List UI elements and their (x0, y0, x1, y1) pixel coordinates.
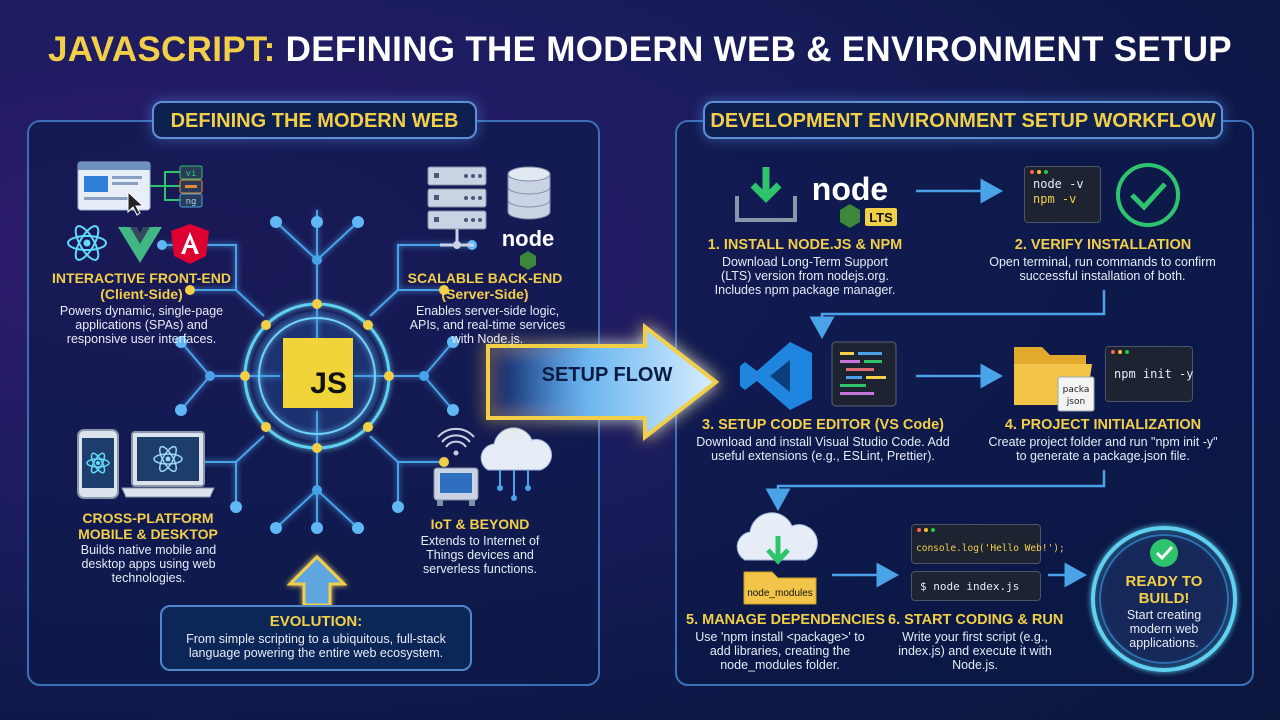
lts-badge-label: LTS (869, 210, 893, 225)
package-json-label-2: json (1066, 397, 1085, 407)
title-rest: DEFINING THE MODERN WEB & ENVIRONMENT SE… (275, 30, 1232, 69)
frontend-title: INTERACTIVE FRONT-END (Client-Side) (52, 270, 231, 302)
code-editor-icon (831, 341, 897, 407)
title-highlight: JAVASCRIPT: (48, 30, 276, 69)
step2-title: 2. VERIFY INSTALLATION (1014, 237, 1192, 253)
vue-tag-label: vi (186, 169, 197, 179)
step5-desc: Use 'npm install <package>' to add libra… (695, 630, 865, 672)
evolution-box: EVOLUTION: From simple scripting to a ub… (160, 605, 472, 671)
workflow-arrows (765, 178, 1106, 588)
cloud-download-icon (736, 512, 818, 565)
evolution-title: EVOLUTION: (269, 613, 363, 630)
js-logo: JS (283, 338, 353, 408)
package-json-icon (1057, 376, 1095, 412)
left-section-header: DEFINING THE MODERN WEB (152, 101, 477, 139)
server-rack-icon (427, 166, 487, 249)
init-cmd: npm init -y (1114, 367, 1194, 381)
terminal-dots-icon (912, 525, 1040, 535)
ready-check-icon (1150, 539, 1178, 567)
step3-title: 3. SETUP CODE EDITOR (VS Code) (702, 417, 944, 433)
right-section-header: DEVELOPMENT ENVIRONMENT SETUP WORKFLOW (703, 101, 1223, 139)
node-hexagon-icon-step1 (840, 204, 860, 228)
step2-desc: Open terminal, run commands to confirm s… (989, 255, 1216, 283)
crossplatform-desc: Builds native mobile and desktop apps us… (80, 543, 217, 585)
step6-desc: Write your first script (e.g., index.js)… (898, 630, 1052, 672)
iot-desc: Extends to Internet of Things devices an… (420, 534, 540, 576)
node-hexagon-icon-backend (520, 251, 536, 270)
crossplatform-title: CROSS-PLATFORM MOBILE & DESKTOP (78, 510, 218, 542)
node-modules-folder-icon (743, 571, 817, 605)
mobile-phone-icon (77, 429, 119, 499)
backend-desc: Enables server-side logic, APIs, and rea… (409, 304, 566, 346)
evolution-desc: From simple scripting to a ubiquitous, f… (186, 632, 446, 660)
ready-desc: Start creating modern web applications. (1126, 608, 1202, 650)
lts-badge (865, 208, 897, 226)
code-terminal: console.log('Hello Web!'); (911, 524, 1065, 564)
terminal-dots-icon (1025, 167, 1100, 177)
vscode-icon (740, 342, 812, 410)
cloud-icon-iot (480, 427, 553, 501)
iot-title: IoT & BEYOND (430, 516, 530, 532)
verify-cmd-node: node -v (1033, 177, 1084, 191)
step6-title: 6. START CODING & RUN (888, 612, 1064, 628)
step1-desc: Download Long-Term Support (LTS) version… (714, 255, 896, 297)
database-icon (507, 166, 551, 220)
step1-title: 1. INSTALL NODE.JS & NPM (707, 237, 903, 253)
run-terminal: $ node index.js (911, 571, 1041, 601)
angular-tag-label: ng (186, 197, 197, 207)
node-wordmark-backend: node (502, 226, 555, 251)
terminal-dots-icon (1106, 347, 1192, 357)
wifi-router-icon (433, 427, 479, 506)
angular-icon (171, 224, 209, 264)
vue-icon (118, 227, 162, 263)
node-wordmark-step1: node (812, 171, 888, 207)
page-title: JAVASCRIPT: DEFINING THE MODERN WEB & EN… (0, 30, 1280, 70)
setup-flow-arrow (486, 322, 720, 442)
step4-desc: Create project folder and run "npm init … (988, 435, 1218, 463)
setup-flow-label: SETUP FLOW (541, 364, 673, 386)
package-json-label: packa (1063, 385, 1090, 395)
vue-tag-icon (179, 165, 203, 180)
step3-desc: Download and install Visual Studio Code.… (696, 435, 950, 463)
init-terminal: npm init -y (1105, 346, 1193, 402)
step5-title: 5. MANAGE DEPENDENCIES (686, 612, 886, 628)
laptop-icon (121, 431, 215, 498)
step4-title: 4. PROJECT INITIALIZATION (1004, 417, 1202, 433)
ready-title: READY TO BUILD! (1125, 573, 1203, 607)
node-modules-label: node_modules (747, 588, 813, 599)
verify-cmd-npm: npm -v (1033, 192, 1077, 206)
code-line: console.log('Hello Web!'); (916, 543, 1065, 554)
verify-terminal: node -v npm -v (1024, 166, 1101, 223)
component-tree-icon (150, 171, 180, 201)
backend-title: SCALABLE BACK-END (Server-Side) (407, 270, 563, 302)
react-icon (67, 225, 107, 261)
success-check-icon (1116, 163, 1180, 227)
download-icon (735, 167, 797, 222)
angular-tag-icon (179, 193, 203, 208)
ready-badge (1091, 526, 1237, 672)
browser-window-icon (77, 161, 151, 216)
run-cmd: $ node index.js (920, 580, 1020, 593)
html-tag-glyph-icon (185, 185, 197, 188)
frontend-desc: Powers dynamic, single-page applications… (59, 304, 224, 346)
